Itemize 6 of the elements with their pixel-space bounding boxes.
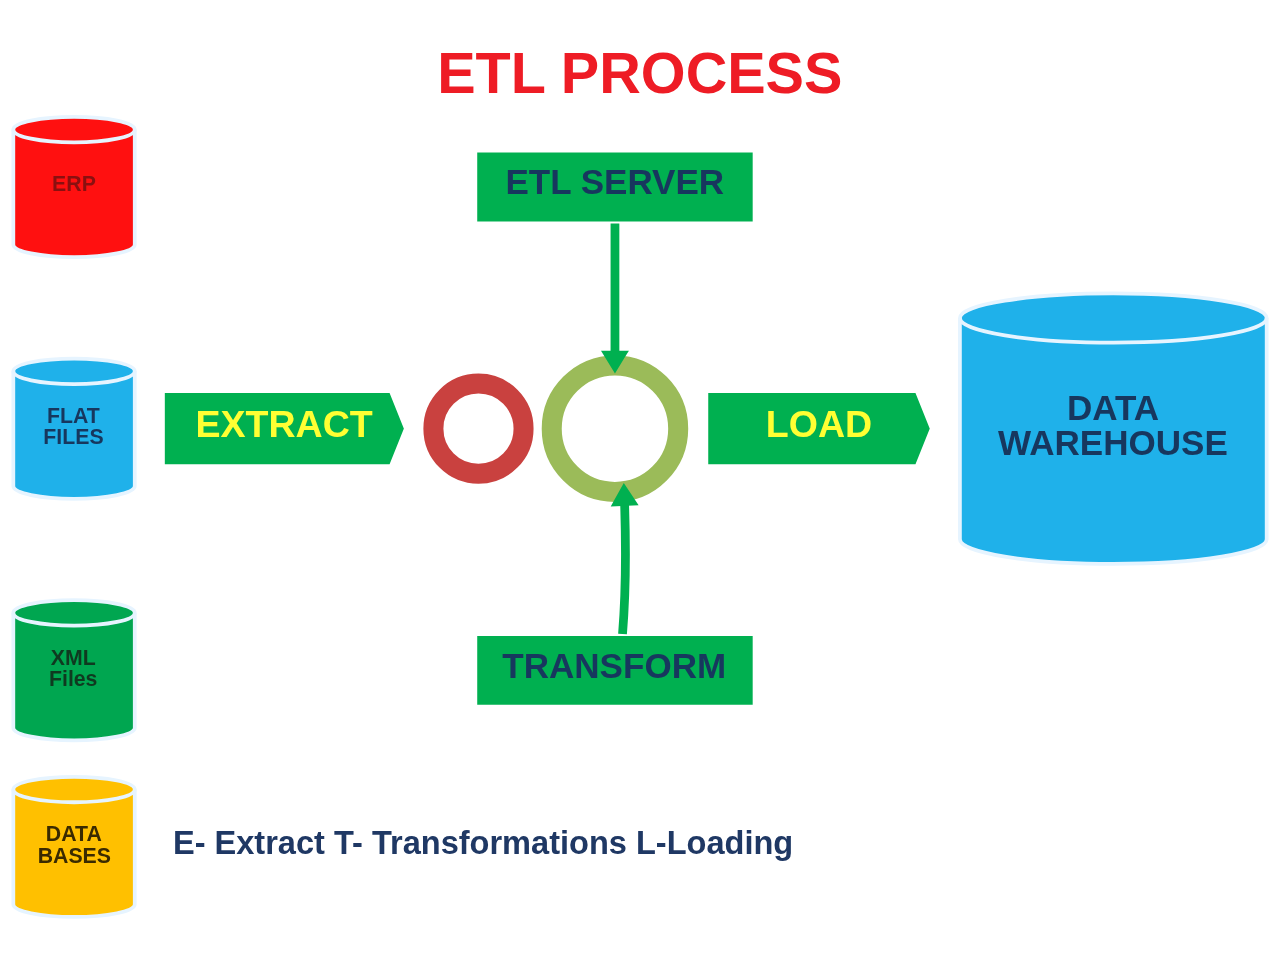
arrow: [601, 223, 629, 374]
node-gear: [423, 373, 534, 484]
arrow: [610, 483, 639, 635]
diagram-title: ETL PROCESS: [437, 40, 843, 105]
label: E- Extract T- Transformations L-Loading: [172, 824, 794, 861]
node-gear: [541, 355, 689, 502]
